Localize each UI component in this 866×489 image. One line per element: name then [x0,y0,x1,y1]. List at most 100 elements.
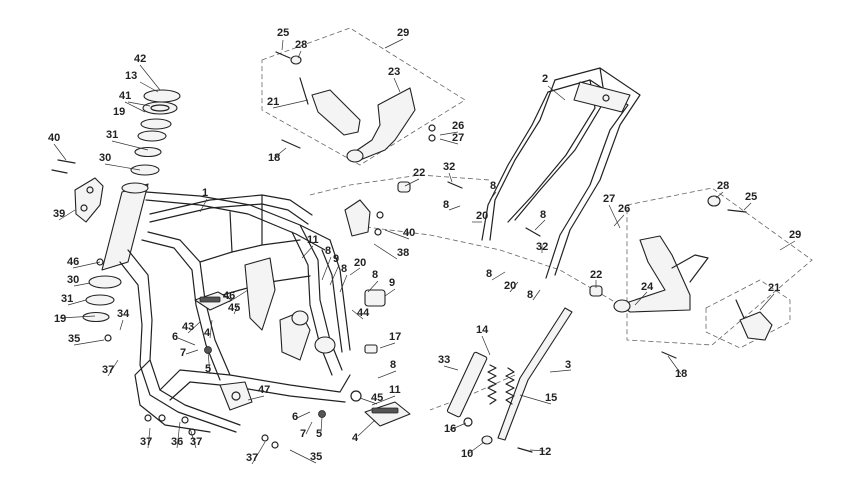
leader-line [534,219,546,231]
ring-19-top [137,130,167,142]
callout-label: 4 [204,327,211,339]
callout-label: 29 [397,27,409,39]
leader-line [233,304,239,315]
rear-subframe-guide-2 [349,224,621,306]
leader-line [320,416,323,433]
head-tube [101,183,149,271]
callout-label: 22 [413,167,425,179]
callout-label: 3 [565,359,571,371]
leader-line [272,99,309,109]
footpeg-4-lower-teeth [371,407,399,414]
leader-line [329,264,340,286]
leader-line [384,288,396,297]
leader-line [281,39,284,51]
seal-42 [143,89,181,103]
leader-line [549,369,572,373]
leader-line [247,395,265,401]
leader-line [439,131,459,136]
leader-line [119,319,124,331]
stand-pad-33 [446,351,488,418]
callout-label: 46 [223,290,235,302]
leader-line [59,315,96,319]
leader-line [185,349,199,355]
callout-label: 30 [67,274,79,286]
leader-line [73,339,105,346]
cradle-front [134,359,211,433]
bracket-23-boss [346,149,364,163]
leader-line [613,214,625,227]
callout-label: 5 [205,363,211,375]
leader-line [72,261,101,269]
callout-label: 19 [54,313,66,325]
callout-label: 30 [99,152,111,164]
bolt-36-a [158,414,166,422]
subframe-top-plate [573,81,631,113]
leader-line [187,321,201,334]
callout-label: 20 [504,280,516,292]
callout-label: 21 [267,96,279,108]
callout-label: 5 [316,428,322,440]
leader-line [532,289,541,301]
footpeg-4-lower [364,401,411,427]
callout-label: 27 [603,193,615,205]
callout-label: 9 [333,253,339,265]
washer-46 [96,258,104,266]
callout-label: 38 [397,247,409,259]
mount-bracket-39 [51,159,104,223]
nut-5-b [318,410,326,418]
callout-label: 8 [486,268,492,280]
leader-line [189,427,197,449]
leader-line [448,205,461,211]
footpegs [194,291,411,427]
down-tube-left-2 [119,261,237,433]
bolt-38-b [374,228,382,236]
callout-label: 31 [106,129,118,141]
steering-head-bearings [82,89,181,323]
callout-label: 15 [545,392,557,404]
leader-line [373,243,398,260]
bearing-13-inner [150,104,170,112]
leader-line [384,38,404,49]
engine-mount-hole [231,391,241,401]
leader-line [367,280,379,293]
leader-line [301,245,314,259]
leader-line [107,359,119,377]
callout-label: 37 [140,436,152,448]
leader-line [139,64,161,91]
bearing-30-top [130,164,160,176]
footpeg-bracket-inner-box [705,279,791,349]
leader-line [58,209,76,221]
callout-label: 34 [117,308,130,320]
callout-label: 16 [444,423,456,435]
leader-line [199,198,208,213]
callout-label: 41 [119,90,131,102]
cross-brace-3 [229,211,233,253]
ring-31-bottom [85,294,115,306]
leader-line [53,143,67,161]
leader-line [177,337,196,346]
leader-line [443,365,459,371]
leader-line [377,370,397,379]
callout-label: 8 [490,180,496,192]
callout-label: 7 [300,428,306,440]
footpeg-bracket-23 [349,87,416,161]
callout-label: 40 [48,132,60,144]
rear-upright-left-2 [291,231,333,376]
callout-label: 37 [246,452,258,464]
callout-label: 4 [352,432,359,444]
bearing-30-bottom [88,275,122,289]
callout-label: 26 [452,120,464,132]
leader-line [251,441,266,465]
callout-label: 7 [180,347,186,359]
subframe-rail-4 [481,91,549,241]
callout-label: 8 [443,199,449,211]
leader-line [104,163,141,171]
leader-line [351,309,364,320]
bolt-32 [447,181,463,189]
callout-label: 8 [390,359,396,371]
leader-line [357,419,376,437]
callout-label: 25 [745,191,757,203]
callout-label: 35 [310,451,322,463]
callout-label: 2 [542,73,548,85]
callout-label: 18 [675,368,687,380]
